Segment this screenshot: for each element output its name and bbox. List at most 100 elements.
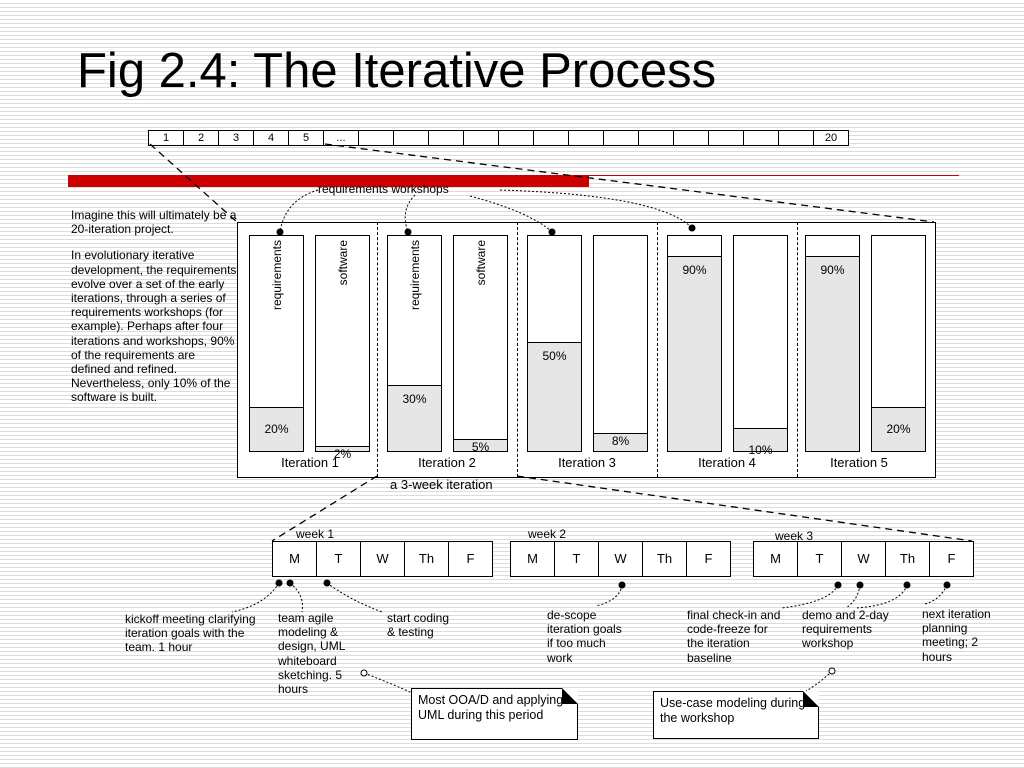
timeline-cell: 2 [184, 131, 219, 145]
activity-dot [943, 581, 951, 589]
note-start-coding: start coding & testing [387, 611, 450, 640]
page-title: Fig 2.4: The Iterative Process [77, 44, 717, 98]
note-demo-workshop: demo and 2-day requirements workshop [802, 608, 889, 651]
coding-leader [326, 582, 383, 613]
ooad-leader [363, 672, 413, 694]
week-label: week 1 [296, 527, 335, 541]
week-3-calendar: M T W Th F [753, 541, 974, 577]
timeline-cell [464, 131, 499, 145]
software-percent: 2% [333, 447, 352, 461]
workshop-dot [548, 228, 556, 236]
day-cell: F [947, 551, 956, 566]
note-kickoff: kickoff meeting clarifying iteration goa… [125, 612, 256, 655]
requirements-percent: 20% [264, 422, 289, 436]
software-fill [872, 407, 925, 451]
day-cell: W [599, 542, 643, 576]
timeline-cell [674, 131, 709, 145]
timeline-cell: 4 [254, 131, 289, 145]
software-percent: 5% [471, 440, 490, 454]
week-2-calendar: M T W Th F [510, 541, 731, 577]
iteration-label: Iteration 2 [418, 455, 476, 470]
software-percent: 20% [886, 422, 911, 436]
agile-leader [289, 582, 303, 613]
note-descope: de-scope iteration goals if too much wor… [547, 608, 622, 665]
week-label: week 2 [528, 527, 567, 541]
day-cell: Th [643, 542, 687, 576]
timeline-cell: 20 [824, 132, 838, 144]
day-cell: Th [886, 542, 930, 576]
timeline-cell: 3 [219, 131, 254, 145]
timeline-cell [744, 131, 779, 145]
software-column: 2% software [315, 235, 370, 461]
day-cell: Th [405, 542, 449, 576]
intro-paragraph-2: In evolutionary iterative development, t… [71, 248, 237, 405]
requirements-column: 20% requirements [249, 235, 304, 452]
iteration-separator [517, 222, 518, 477]
requirements-percent: 90% [820, 263, 845, 277]
day-cell: T [317, 542, 361, 576]
timeline-cell [534, 131, 569, 145]
callout-ooad: Most OOA/D and applying UML during this … [411, 688, 578, 740]
iteration-separator [797, 222, 798, 477]
day-cell: F [704, 551, 713, 566]
iteration-separator [377, 222, 378, 477]
timeline-cell: ... [324, 131, 359, 145]
iteration-separator [657, 222, 658, 477]
next-leader [855, 584, 908, 609]
red-divider-line [589, 175, 959, 176]
week-label: week 3 [775, 529, 814, 543]
software-fill [316, 446, 369, 451]
folded-corner-icon [562, 688, 578, 704]
requirements-column: 90% [805, 235, 860, 452]
workshop-leader-3 [469, 195, 553, 233]
intro-paragraph-1: Imagine this will ultimately be a 20-ite… [71, 208, 237, 237]
timeline-cell [499, 131, 534, 145]
iteration-label: Iteration 3 [558, 455, 616, 470]
workshop-leader-1 [279, 189, 319, 233]
day-cell: M [754, 542, 798, 576]
iteration-label: Iteration 5 [830, 455, 888, 470]
timeline-cell [429, 131, 464, 145]
activity-dot [286, 579, 294, 587]
day-cell: M [511, 542, 555, 576]
zoom-line-right [324, 143, 935, 223]
software-column: 5% software [453, 235, 508, 454]
activity-dot [323, 579, 331, 587]
day-cell: F [466, 551, 475, 566]
requirements-fill [668, 256, 721, 451]
requirements-column: 90% [667, 235, 722, 452]
activity-dot [903, 581, 911, 589]
software-fill [734, 428, 787, 451]
timeline-cell [779, 131, 814, 145]
progress-red-bar [68, 175, 589, 187]
three-week-label: a 3-week iteration [390, 477, 493, 492]
software-fill [594, 433, 647, 451]
day-cell: M [273, 542, 317, 576]
descope-leader [595, 584, 623, 607]
zoom-line-left [149, 143, 238, 223]
iteration-label: Iteration 1 [281, 455, 339, 470]
day-cell: T [798, 542, 842, 576]
requirements-fill [528, 342, 581, 451]
zoom-line-week-left [271, 475, 378, 542]
note-next-planning: next iteration planning meeting; 2 hours [922, 607, 991, 664]
iteration-timeline: 1 2 3 4 5 ... 20 [148, 130, 849, 146]
checkin-leader [781, 584, 839, 609]
day-cell: W [842, 542, 886, 576]
software-percent: 8% [611, 434, 630, 448]
timeline-cell [359, 131, 394, 145]
workshops-label: requirements workshops [318, 182, 449, 196]
callout-anchor [360, 669, 368, 677]
requirements-percent: 90% [682, 263, 707, 277]
callout-ooad-text: Most OOA/D and applying UML during this … [418, 693, 564, 722]
timeline-cell: 5 [289, 131, 324, 145]
demo-leader [845, 584, 861, 609]
requirements-column: 50% [527, 235, 582, 452]
requirements-fill [388, 385, 441, 451]
requirements-percent: 50% [542, 349, 567, 363]
software-fill [454, 439, 507, 451]
timeline-cell: 1 [149, 131, 184, 145]
activity-dot [834, 581, 842, 589]
iteration-label: Iteration 4 [698, 455, 756, 470]
